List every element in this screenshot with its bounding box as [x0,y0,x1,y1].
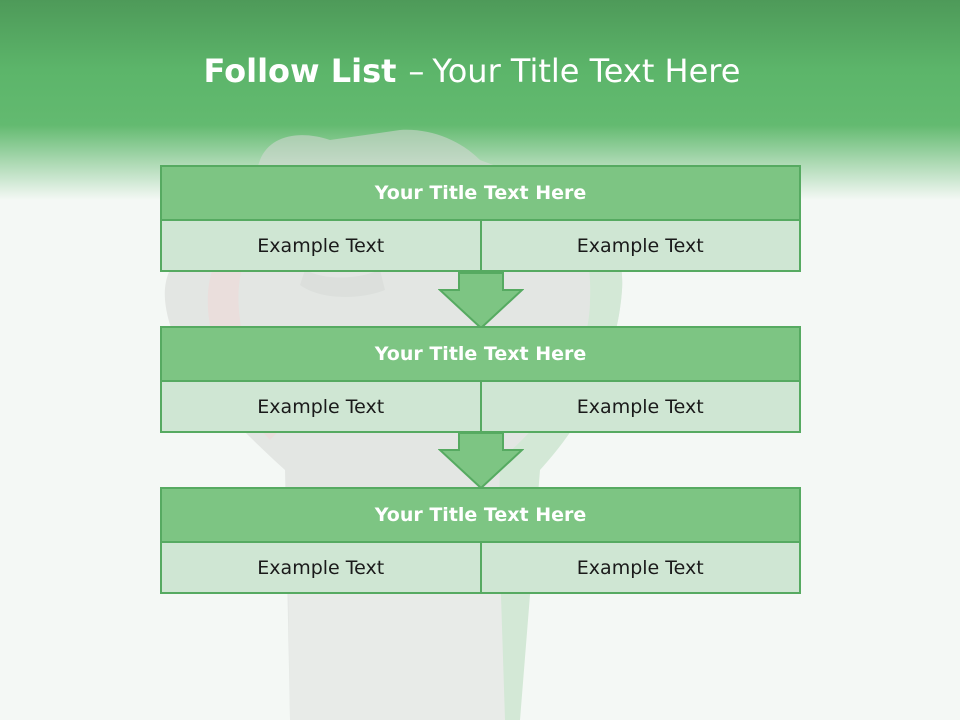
list-block-1: Your Title Text Here Example Text Exampl… [160,165,801,272]
block-title: Your Title Text Here [160,487,801,543]
title-bold: Follow List [203,52,397,90]
block-cell-left: Example Text [160,543,482,594]
block-cell-left: Example Text [160,221,482,272]
block-cell-right: Example Text [481,221,801,272]
title-dash: – [408,52,425,90]
block-title: Your Title Text Here [160,326,801,382]
block-cell-left: Example Text [160,382,482,433]
block-title: Your Title Text Here [160,165,801,221]
down-arrow-icon [438,272,524,330]
page-title: Follow List–Your Title Text Here [0,52,944,90]
list-block-3: Your Title Text Here Example Text Exampl… [160,487,801,594]
list-block-2: Your Title Text Here Example Text Exampl… [160,326,801,433]
block-cell-right: Example Text [481,543,801,594]
block-cell-right: Example Text [481,382,801,433]
title-rest: Your Title Text Here [432,52,741,90]
down-arrow-icon [438,432,524,490]
